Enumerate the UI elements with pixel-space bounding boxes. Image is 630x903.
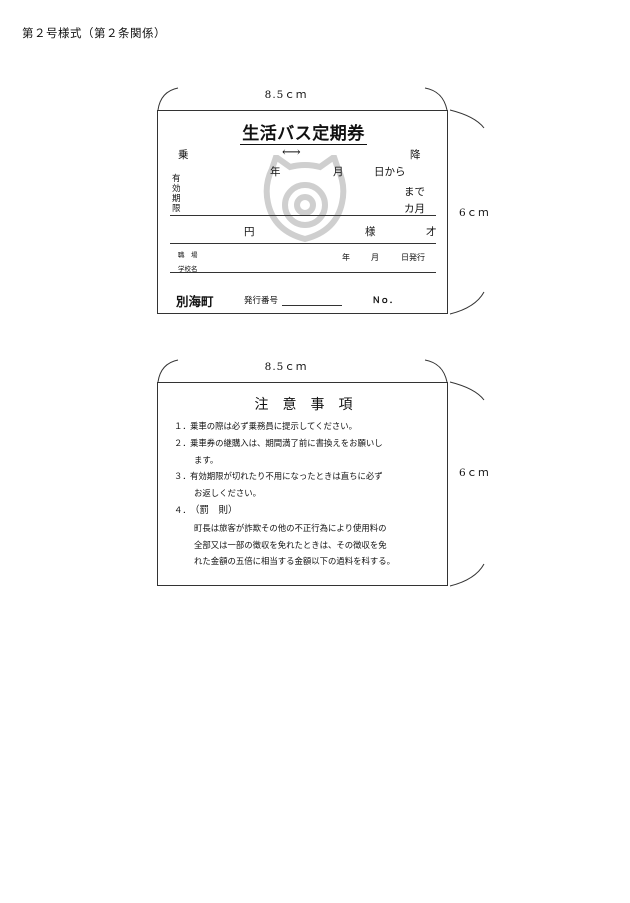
notice-item-continuation: お返しください。: [194, 488, 261, 499]
age-label: 才: [426, 226, 437, 238]
serial-no-label: Ｎｏ．: [372, 296, 398, 306]
notice-penalty-text: 町長は旅客が詐欺その他の不正行為により使用料の: [194, 522, 387, 533]
pass-back-card: 注 意 事 項 １．乗車の際は必ず乗務員に提示してください。 ２．乗車券の継購入…: [157, 382, 448, 586]
notice-item-continuation: ます。: [194, 454, 219, 465]
issue-number-label: 発行番号: [244, 296, 279, 306]
until-label: まで: [404, 186, 425, 198]
notice-item: ２．乗車券の継購入は、期間満了前に書換えをお願いし: [174, 437, 383, 448]
dimension-brackets: [157, 87, 485, 315]
card-width-label: 8.5ｃｍ: [264, 361, 308, 373]
divider-line: [170, 272, 436, 273]
issue-year-label: 年: [342, 253, 350, 262]
fare-yen-label: 円: [244, 226, 255, 238]
form-number-label: 第２号様式（第２条関係）: [22, 26, 166, 40]
notice-item: １．乗車の際は必ず乗務員に提示してください。: [174, 421, 357, 431]
holder-sama-label: 様: [365, 226, 376, 238]
notice-penalty-text: れた金額の五倍に相当する金額以下の過料を科する。: [194, 556, 395, 567]
divider-line: [170, 215, 436, 216]
start-day-label: 日から: [374, 166, 406, 178]
start-month-label: 月: [333, 166, 344, 178]
school-label: 学校名: [178, 265, 198, 273]
pass-front-card: 生活バス定期券 乗 ⟷ 降 年 月 日から 有 効 期 限 まで カ月 円 様 …: [157, 110, 448, 314]
alighting-label: 降: [410, 149, 421, 161]
validity-period-label: 有 効 期 限: [172, 174, 181, 214]
start-year-label: 年: [270, 166, 281, 178]
notice-list: １．乗車の際は必ず乗務員に提示してください。 ２．乗車券の継購入は、期間満了前に…: [174, 418, 446, 570]
notice-title: 注 意 事 項: [254, 397, 353, 413]
workplace-label: 職 場: [178, 251, 198, 259]
card-height-label: 6ｃｍ: [459, 207, 490, 219]
dimension-brackets: [157, 359, 485, 587]
notice-item: ３．有効期限が切れたり不用になったときは直ちに必ず: [174, 471, 383, 482]
notice-item: ４．（罰 則）: [174, 504, 238, 516]
pass-title: 生活バス定期券: [240, 124, 367, 145]
route-arrow-icon: ⟷: [282, 145, 301, 160]
issue-day-label: 日発行: [401, 253, 425, 262]
issue-number-underline: [282, 305, 342, 306]
divider-line: [170, 243, 436, 244]
issuer-name: 別海町: [176, 294, 214, 309]
card-width-label: 8.5ｃｍ: [264, 89, 308, 101]
boarding-label: 乗: [178, 149, 189, 161]
months-label: カ月: [404, 203, 425, 215]
card-height-label: 6ｃｍ: [459, 467, 490, 479]
issue-month-label: 月: [371, 253, 379, 262]
notice-penalty-text: 全部又は一部の徴収を免れたときは、その徴収を免: [194, 539, 387, 550]
